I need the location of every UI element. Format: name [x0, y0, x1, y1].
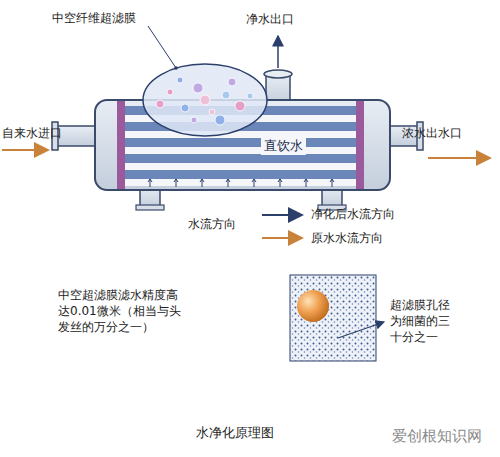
port-label: 自来水进口 [2, 125, 62, 141]
watermark: 爱创根知识网 [392, 426, 482, 446]
port-label: 净水出口 [246, 11, 294, 27]
legend-text: 原水水流方向 [311, 230, 383, 246]
note-text: 中空超滤膜滤水精度高达0.01微米（相当与头发丝的万分之一） [58, 287, 186, 336]
port-label: 浓水出水口 [402, 125, 462, 141]
flow-label: 水流方向 [188, 216, 236, 232]
legend-text: 净化后水流方向 [311, 206, 395, 222]
housing-label: 直饮水 [261, 137, 306, 155]
part-label: 中空纤维超滤膜 [52, 10, 136, 26]
caption: 水净化原理图 [196, 424, 274, 442]
note-text: 超滤膜孔径为细菌的三十分之一 [390, 297, 454, 346]
filter-housing: 直饮水 [95, 100, 390, 190]
